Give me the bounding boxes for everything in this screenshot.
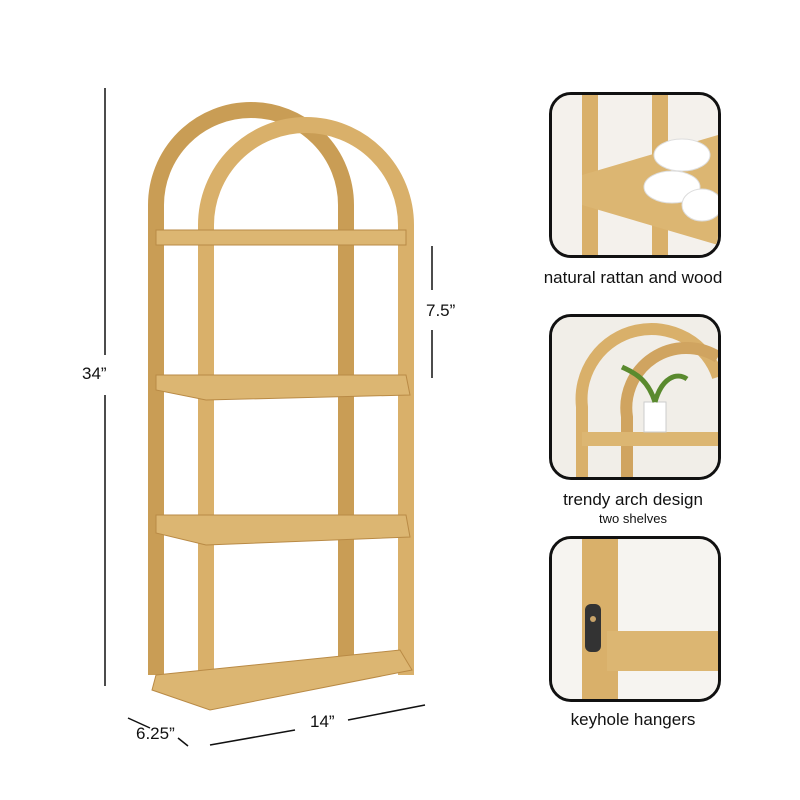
feature-subcaption: two shelves	[599, 511, 667, 526]
depth-dimension: 6.25”	[136, 724, 175, 743]
height-dimension: 34”	[82, 364, 107, 383]
feature-image-arch	[549, 314, 721, 480]
width-dimension: 14”	[310, 712, 335, 731]
feature-caption: natural rattan and wood	[543, 268, 723, 287]
feature-image-keyhole	[549, 536, 721, 702]
rattan-arch-shelf-image	[148, 102, 414, 711]
feature-caption: keyhole hangers	[570, 710, 696, 729]
shelf-gap-dimension: 7.5”	[426, 301, 456, 320]
feature-image-rattan	[549, 92, 721, 258]
feature-caption: trendy arch design	[563, 490, 703, 509]
